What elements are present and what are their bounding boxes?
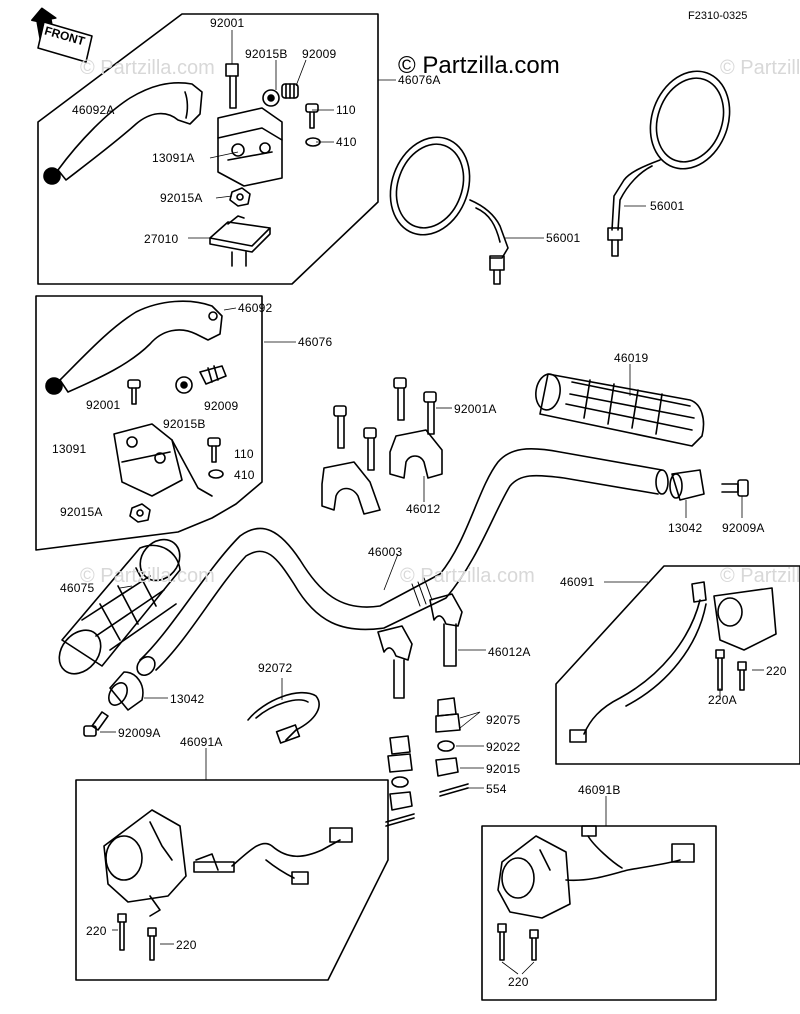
bolt-92009a-right-icon — [721, 479, 749, 497]
bolt-92009a-left-icon — [83, 711, 109, 737]
label-92015a-mid: 92015A — [60, 505, 103, 519]
nut-92015-right-icon — [435, 757, 459, 777]
washer-92022-right-icon — [437, 740, 455, 752]
mirror-right-icon — [607, 70, 731, 257]
washer-92015b-mid-icon — [175, 376, 193, 394]
switch-46091-icon — [569, 581, 777, 743]
bolt-92001-top-icon — [225, 63, 239, 109]
washer-410-mid-icon — [208, 469, 224, 479]
switch-46091b-icon — [497, 825, 695, 919]
grip-46019-icon — [535, 373, 705, 447]
clamp-46012-icon — [321, 429, 443, 515]
label-92072: 92072 — [258, 661, 293, 675]
label-92022: 92022 — [486, 740, 521, 754]
screw-110-top-icon — [305, 103, 319, 129]
label-554: 554 — [486, 782, 507, 796]
label-220-left-b: 220 — [176, 938, 197, 952]
label-46076: 46076 — [298, 335, 333, 349]
watermark-faint-4: © Partzilla.com — [400, 565, 535, 587]
label-13042-right: 13042 — [668, 521, 703, 535]
screw-220-right-icon — [715, 649, 747, 691]
label-46019: 46019 — [614, 351, 649, 365]
label-46091a: 46091A — [180, 735, 223, 749]
label-220-right: 220 — [766, 664, 787, 678]
label-46092: 46092 — [238, 301, 273, 315]
label-92009-mid: 92009 — [204, 399, 239, 413]
lever-46092a-icon — [43, 81, 203, 185]
bar-end-13042-left-icon — [108, 671, 144, 711]
bolts-92001a-icon — [333, 377, 437, 471]
label-13091: 13091 — [52, 442, 87, 456]
label-56001-right: 56001 — [650, 199, 685, 213]
handlebar-46003-icon — [136, 448, 669, 677]
screw-110-mid-icon — [207, 437, 221, 463]
screws-220-left-icon — [117, 913, 157, 961]
grip-46075-icon — [58, 538, 181, 675]
label-220-bottom: 220 — [508, 975, 529, 989]
label-46012: 46012 — [406, 502, 441, 516]
front-arrow-icon — [30, 7, 93, 63]
pivot-92009-top-icon — [281, 83, 299, 99]
band-92072-icon — [247, 691, 320, 744]
watermark: © Partzilla.com — [398, 52, 560, 79]
bolt-92001-mid-icon — [127, 379, 141, 405]
mirror-left-icon — [389, 136, 509, 285]
label-92075: 92075 — [486, 713, 521, 727]
group-box-46076a — [37, 13, 379, 285]
clamp-46012a-icon — [377, 593, 463, 699]
label-220-left-a: 220 — [86, 924, 107, 938]
washer-92015b-top-icon — [262, 89, 280, 107]
damper-stack-left-icon — [387, 735, 413, 811]
label-46075: 46075 — [60, 581, 95, 595]
label-92009a-left: 92009A — [118, 726, 161, 740]
label-410-mid: 410 — [234, 468, 255, 482]
cotter-pin-554-icon — [385, 783, 469, 827]
damper-92075-right-icon — [435, 697, 461, 733]
label-92015a-top: 92015A — [160, 191, 203, 205]
label-13042-left: 13042 — [170, 692, 205, 706]
switch-46091a-icon — [103, 809, 353, 917]
bar-end-13042-right-icon — [669, 469, 705, 501]
label-27010: 27010 — [144, 232, 179, 246]
label-92009-top: 92009 — [302, 47, 337, 61]
nut-92015a-mid-icon — [129, 503, 151, 523]
leader-lines — [100, 30, 764, 975]
clamp-13091a-icon — [217, 107, 283, 187]
group-box-46076 — [35, 295, 263, 551]
label-46012a: 46012A — [488, 645, 531, 659]
label-110-mid: 110 — [234, 447, 254, 461]
figure-id: F2310-0325 — [688, 10, 748, 22]
screws-220-bottom-icon — [497, 923, 539, 961]
label-46091: 46091 — [560, 575, 595, 589]
label-220a: 220A — [708, 693, 737, 707]
label-92015b-mid: 92015B — [163, 417, 206, 431]
lever-46092-icon — [45, 300, 223, 395]
label-46091b: 46091B — [578, 783, 621, 797]
label-56001-left: 56001 — [546, 231, 581, 245]
label-92009a-right: 92009A — [722, 521, 765, 535]
watermark-faint-1: © Partzilla.com — [80, 57, 215, 79]
label-92001-top: 92001 — [210, 16, 245, 30]
watermark-faint-5: © Partzilla.com — [720, 565, 800, 587]
label-410-top: 410 — [336, 135, 357, 149]
switch-27010-icon — [209, 215, 271, 267]
label-46076a: 46076A — [398, 73, 441, 87]
watermark-faint-2: © Partzilla.com — [720, 57, 800, 79]
label-92001-mid: 92001 — [86, 398, 121, 412]
clamp-13091-icon — [113, 423, 213, 497]
group-box-46091b — [481, 825, 717, 1001]
label-92015: 92015 — [486, 762, 521, 776]
label-110-top: 110 — [336, 103, 356, 117]
label-46003: 46003 — [368, 545, 403, 559]
label-92015b-top: 92015B — [245, 47, 288, 61]
nut-92015a-top-icon — [229, 187, 251, 207]
label-13091a: 13091A — [152, 151, 195, 165]
label-92001a: 92001A — [454, 402, 497, 416]
group-box-46091 — [555, 565, 800, 765]
label-46092a: 46092A — [72, 103, 115, 117]
pivot-92009-mid-icon — [199, 365, 227, 385]
watermark-faint-3: © Partzilla.com — [80, 565, 215, 587]
group-box-46091a — [75, 779, 389, 981]
